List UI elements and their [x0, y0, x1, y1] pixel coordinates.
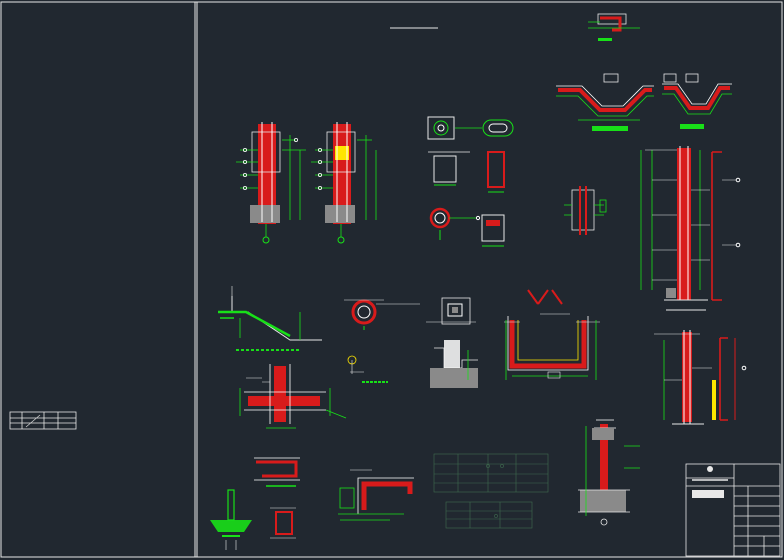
small-box-detail[interactable]: [270, 507, 296, 539]
column-detail-1[interactable]: [236, 122, 306, 244]
footing-detail[interactable]: [210, 489, 252, 550]
wall-section-2[interactable]: [654, 330, 747, 425]
channel-detail-2[interactable]: [662, 73, 732, 129]
legend-table: [9, 411, 77, 430]
rebar-schedule-table-2[interactable]: [445, 501, 533, 529]
pier-detail[interactable]: [564, 186, 607, 235]
pipe-section-details[interactable]: [427, 116, 514, 247]
corner-wall-detail[interactable]: [338, 469, 414, 521]
channel-detail-1[interactable]: [556, 73, 654, 131]
title-block[interactable]: [685, 463, 781, 557]
inspection-pit[interactable]: [426, 297, 478, 388]
manhole-detail[interactable]: [344, 299, 420, 383]
u-channel-section[interactable]: [504, 289, 600, 380]
tall-wall-section[interactable]: [640, 146, 741, 311]
top-detail[interactable]: [588, 13, 640, 41]
rebar-schedule-table-1[interactable]: [433, 453, 549, 493]
ramp-detail[interactable]: [218, 286, 322, 351]
column-detail-2[interactable]: [311, 122, 377, 244]
step-detail[interactable]: [254, 457, 300, 487]
column-footing-section[interactable]: [578, 419, 640, 526]
beam-junction-detail[interactable]: [239, 364, 347, 429]
